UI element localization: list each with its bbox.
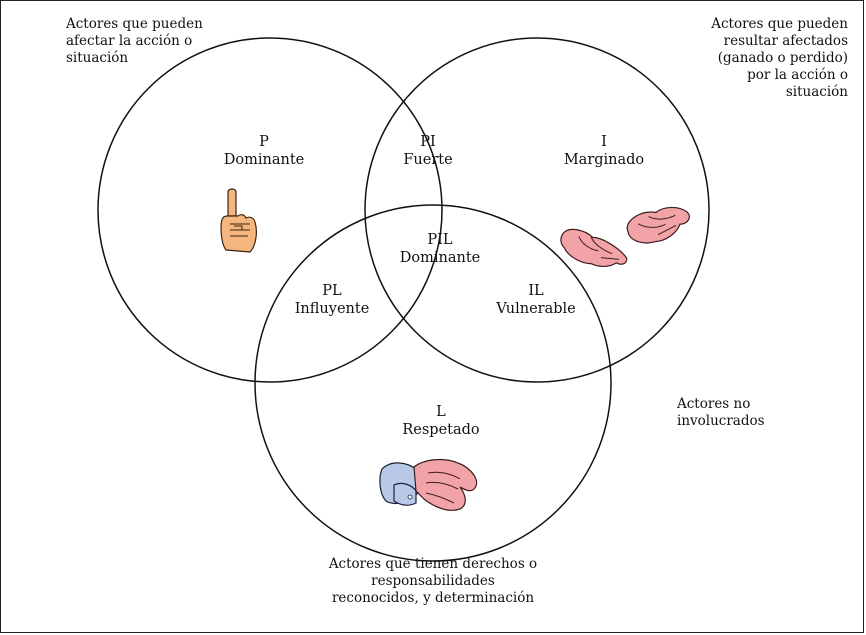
region-p-code: P bbox=[259, 134, 269, 150]
region-p-name: Dominante bbox=[223, 152, 305, 168]
interest-circle bbox=[364, 37, 710, 383]
region-pil-name: Dominante bbox=[399, 250, 481, 266]
handshake-icon bbox=[379, 458, 478, 511]
region-l-name: Respetado bbox=[402, 422, 480, 438]
interest-actors-note: Actores que pueden resultar afectados (g… bbox=[711, 16, 848, 100]
region-l-code: L bbox=[436, 404, 446, 420]
region-pi-code: PI bbox=[420, 134, 436, 150]
region-pi: PI Fuerte bbox=[403, 133, 452, 169]
region-il: IL Vulnerable bbox=[496, 282, 576, 318]
region-pl-name: Influyente bbox=[294, 301, 370, 317]
region-il-code: IL bbox=[528, 283, 544, 299]
power-circle bbox=[97, 37, 443, 383]
region-il-name: Vulnerable bbox=[496, 301, 576, 317]
region-i: I Marginado bbox=[564, 133, 644, 169]
legitimacy-circle bbox=[254, 204, 612, 562]
region-p: P Dominante bbox=[224, 133, 304, 169]
power-actors-note: Actores que pueden afectar la acción o s… bbox=[66, 16, 203, 66]
raised-index-finger-hand-icon bbox=[220, 188, 257, 253]
region-pl: PL Influyente bbox=[295, 282, 370, 318]
region-i-name: Marginado bbox=[563, 152, 645, 168]
uninvolved-actors-note: Actores no involucrados bbox=[677, 396, 765, 429]
open-palms-hands-icon bbox=[560, 206, 690, 268]
region-pl-code: PL bbox=[322, 283, 342, 299]
region-pi-name: Fuerte bbox=[403, 152, 453, 168]
legitimacy-actors-note: Actores que tienen derechos o responsabi… bbox=[328, 556, 538, 606]
region-pil: PIL Dominante bbox=[400, 231, 480, 267]
region-i-code: I bbox=[601, 134, 607, 150]
region-pil-code: PIL bbox=[427, 232, 453, 248]
region-l: L Respetado bbox=[402, 403, 479, 439]
